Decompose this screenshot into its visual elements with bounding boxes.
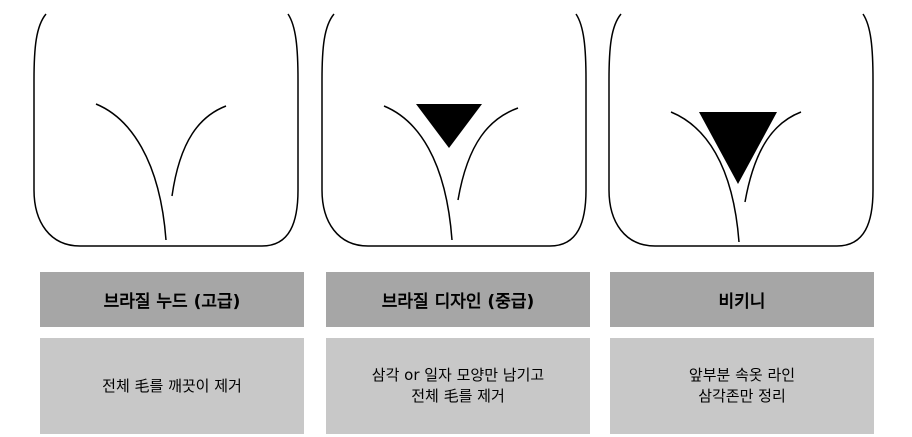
right-crease-line bbox=[457, 107, 519, 201]
description-line: 전체 毛를 제거 bbox=[411, 387, 505, 405]
description-line: 앞부분 속옷 라인 bbox=[688, 366, 796, 384]
style-description: 앞부분 속옷 라인 삼각존만 정리 bbox=[610, 338, 874, 434]
panel-brazilian-design: 브라질 디자인 (중급) 삼각 or 일자 모양만 남기고 전체 毛를 제거 bbox=[318, 0, 608, 437]
body-outline bbox=[321, 13, 587, 247]
style-title: 브라질 누드 (고급) bbox=[40, 272, 304, 327]
panel-bikini: 비키니 앞부분 속옷 라인 삼각존만 정리 bbox=[605, 0, 895, 437]
style-title: 브라질 디자인 (중급) bbox=[326, 272, 590, 327]
style-title: 비키니 bbox=[610, 272, 874, 327]
panel-brazilian-nude: 브라질 누드 (고급) 전체 毛를 깨끗이 제거 bbox=[30, 0, 320, 437]
style-description: 삼각 or 일자 모양만 남기고 전체 毛를 제거 bbox=[326, 338, 590, 434]
style-description: 전체 毛를 깨끗이 제거 bbox=[40, 338, 304, 434]
description-line: 삼각 or 일자 모양만 남기고 bbox=[371, 366, 545, 384]
right-crease-line bbox=[744, 111, 802, 203]
description-line: 전체 毛를 깨끗이 제거 bbox=[102, 376, 242, 395]
description-line: 삼각존만 정리 bbox=[698, 387, 786, 405]
large-triangle-shape bbox=[699, 112, 777, 184]
left-crease-line bbox=[670, 111, 740, 243]
body-outline-illustration bbox=[321, 13, 587, 247]
left-crease-line bbox=[383, 105, 453, 241]
small-triangle-shape bbox=[416, 104, 482, 148]
body-outline-illustration bbox=[33, 13, 299, 247]
left-crease-line bbox=[95, 103, 167, 241]
body-outline bbox=[608, 13, 874, 247]
body-outline bbox=[33, 13, 299, 247]
right-crease-line bbox=[171, 105, 227, 197]
body-outline-illustration bbox=[608, 13, 874, 247]
